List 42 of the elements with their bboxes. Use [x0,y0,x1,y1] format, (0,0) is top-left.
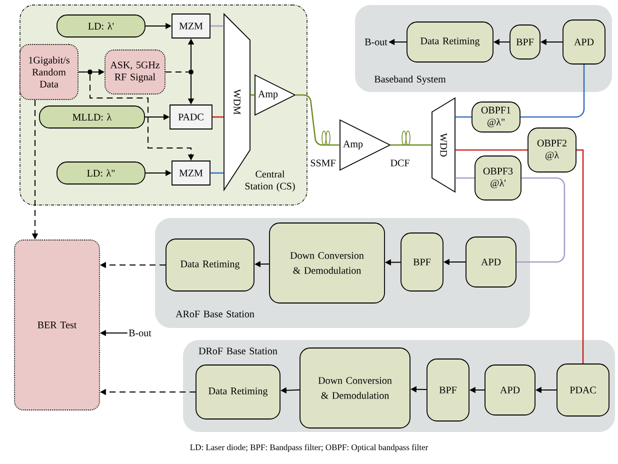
laser-box: MLLD: λ [39,106,145,128]
laser-box: LD: λ' [56,14,146,38]
detector-box: APD [562,20,606,64]
output-label: B-out [364,38,388,46]
connector [520,64,585,118]
connector [210,25,224,27]
footnote-text: LD: Laser diode; BPF: Bandpass filter; OBPF: Optical bandpass filter [190,444,428,452]
tester-box: BER Test [14,240,100,410]
data-source-box: 1Gigabit/s Random Data [20,44,78,100]
connector [576,149,584,364]
connector [390,144,432,146]
modulator-box: MZM [172,160,210,186]
detector-box: APD [484,364,536,416]
filter-box: OBPF1 @λ" [472,102,520,132]
edge-label: DCF [389,158,411,168]
filter-box: OBPF3 @λ' [474,156,522,200]
retiming-box: Data Retiming [166,238,254,292]
demultiplexer-trapezoid: WDD [432,97,456,193]
connector [212,116,224,118]
detector-box: APD [466,236,516,288]
modulator-box: MZM [172,14,210,38]
converter-box: PDAC [556,364,610,416]
connector [295,94,340,146]
demodulation-box: Down Conversion & Demodulation [269,222,385,304]
retiming-box: Data Retiming [406,22,494,62]
signal-box: ASK, 5GHz RF Signal [104,50,166,94]
retiming-box: Data Retiming [196,364,280,420]
filter-box: BPF [426,358,470,422]
connector [250,94,255,96]
connector [455,177,475,179]
output-label: B-out [128,330,152,336]
connector [455,116,472,118]
connector [210,172,224,174]
filter-box: BPF [510,24,540,60]
demodulation-box: Down Conversion & Demodulation [300,348,410,428]
laser-box: LD: λ" [56,162,146,184]
edge-label: SSMF [309,158,337,168]
filter-box: OBPF2 @λ [528,128,576,172]
filter-box: BPF [400,232,444,292]
connector [516,177,566,263]
converter-box: PADC [170,104,212,130]
connector [455,149,528,151]
